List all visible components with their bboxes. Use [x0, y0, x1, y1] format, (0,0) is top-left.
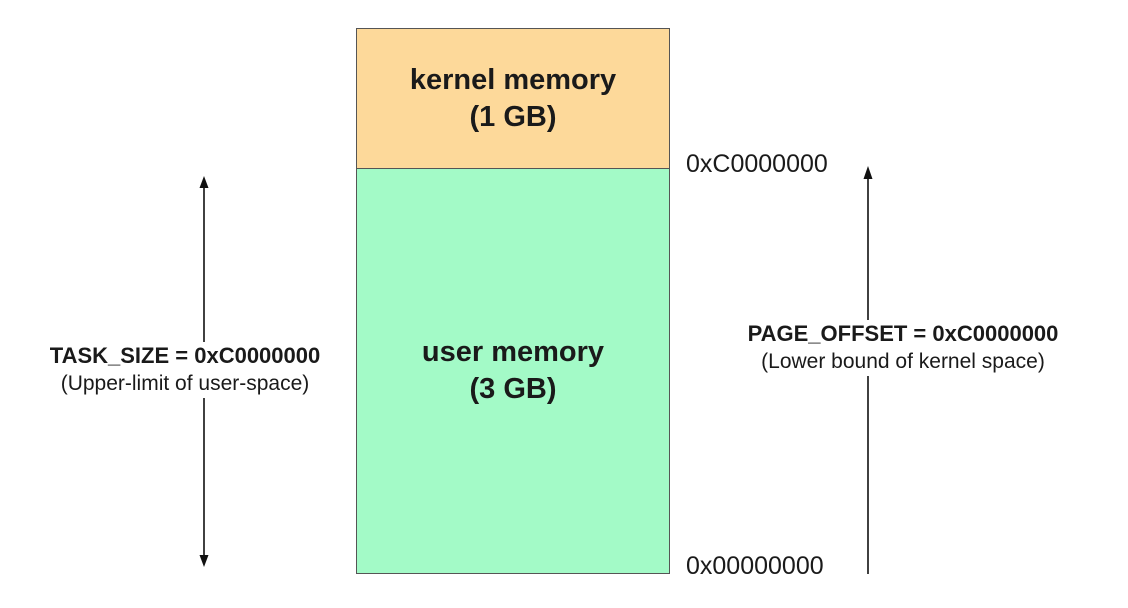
user-memory-size: (3 GB): [469, 373, 557, 405]
kernel-memory-size: (1 GB): [469, 101, 557, 133]
user-memory-block: user memory (3 GB): [356, 168, 670, 574]
page-offset-title: PAGE_OFFSET = 0xC0000000: [747, 321, 1059, 346]
address-top-label: 0xC0000000: [686, 150, 828, 178]
task-size-description: (Upper-limit of user-space): [60, 372, 310, 395]
page-offset-label: PAGE_OFFSET = 0xC0000000 (Lower bound of…: [703, 320, 1103, 376]
kernel-memory-block: kernel memory (1 GB): [356, 28, 670, 170]
page-offset-description: (Lower bound of kernel space): [761, 350, 1045, 373]
page-offset-arrow: [863, 166, 873, 574]
task-size-label: TASK_SIZE = 0xC0000000 (Upper-limit of u…: [14, 342, 356, 398]
address-bottom-label: 0x00000000: [686, 552, 824, 580]
kernel-memory-title: kernel memory: [409, 64, 617, 96]
task-size-title: TASK_SIZE = 0xC0000000: [49, 343, 321, 368]
user-memory-title: user memory: [421, 336, 605, 368]
